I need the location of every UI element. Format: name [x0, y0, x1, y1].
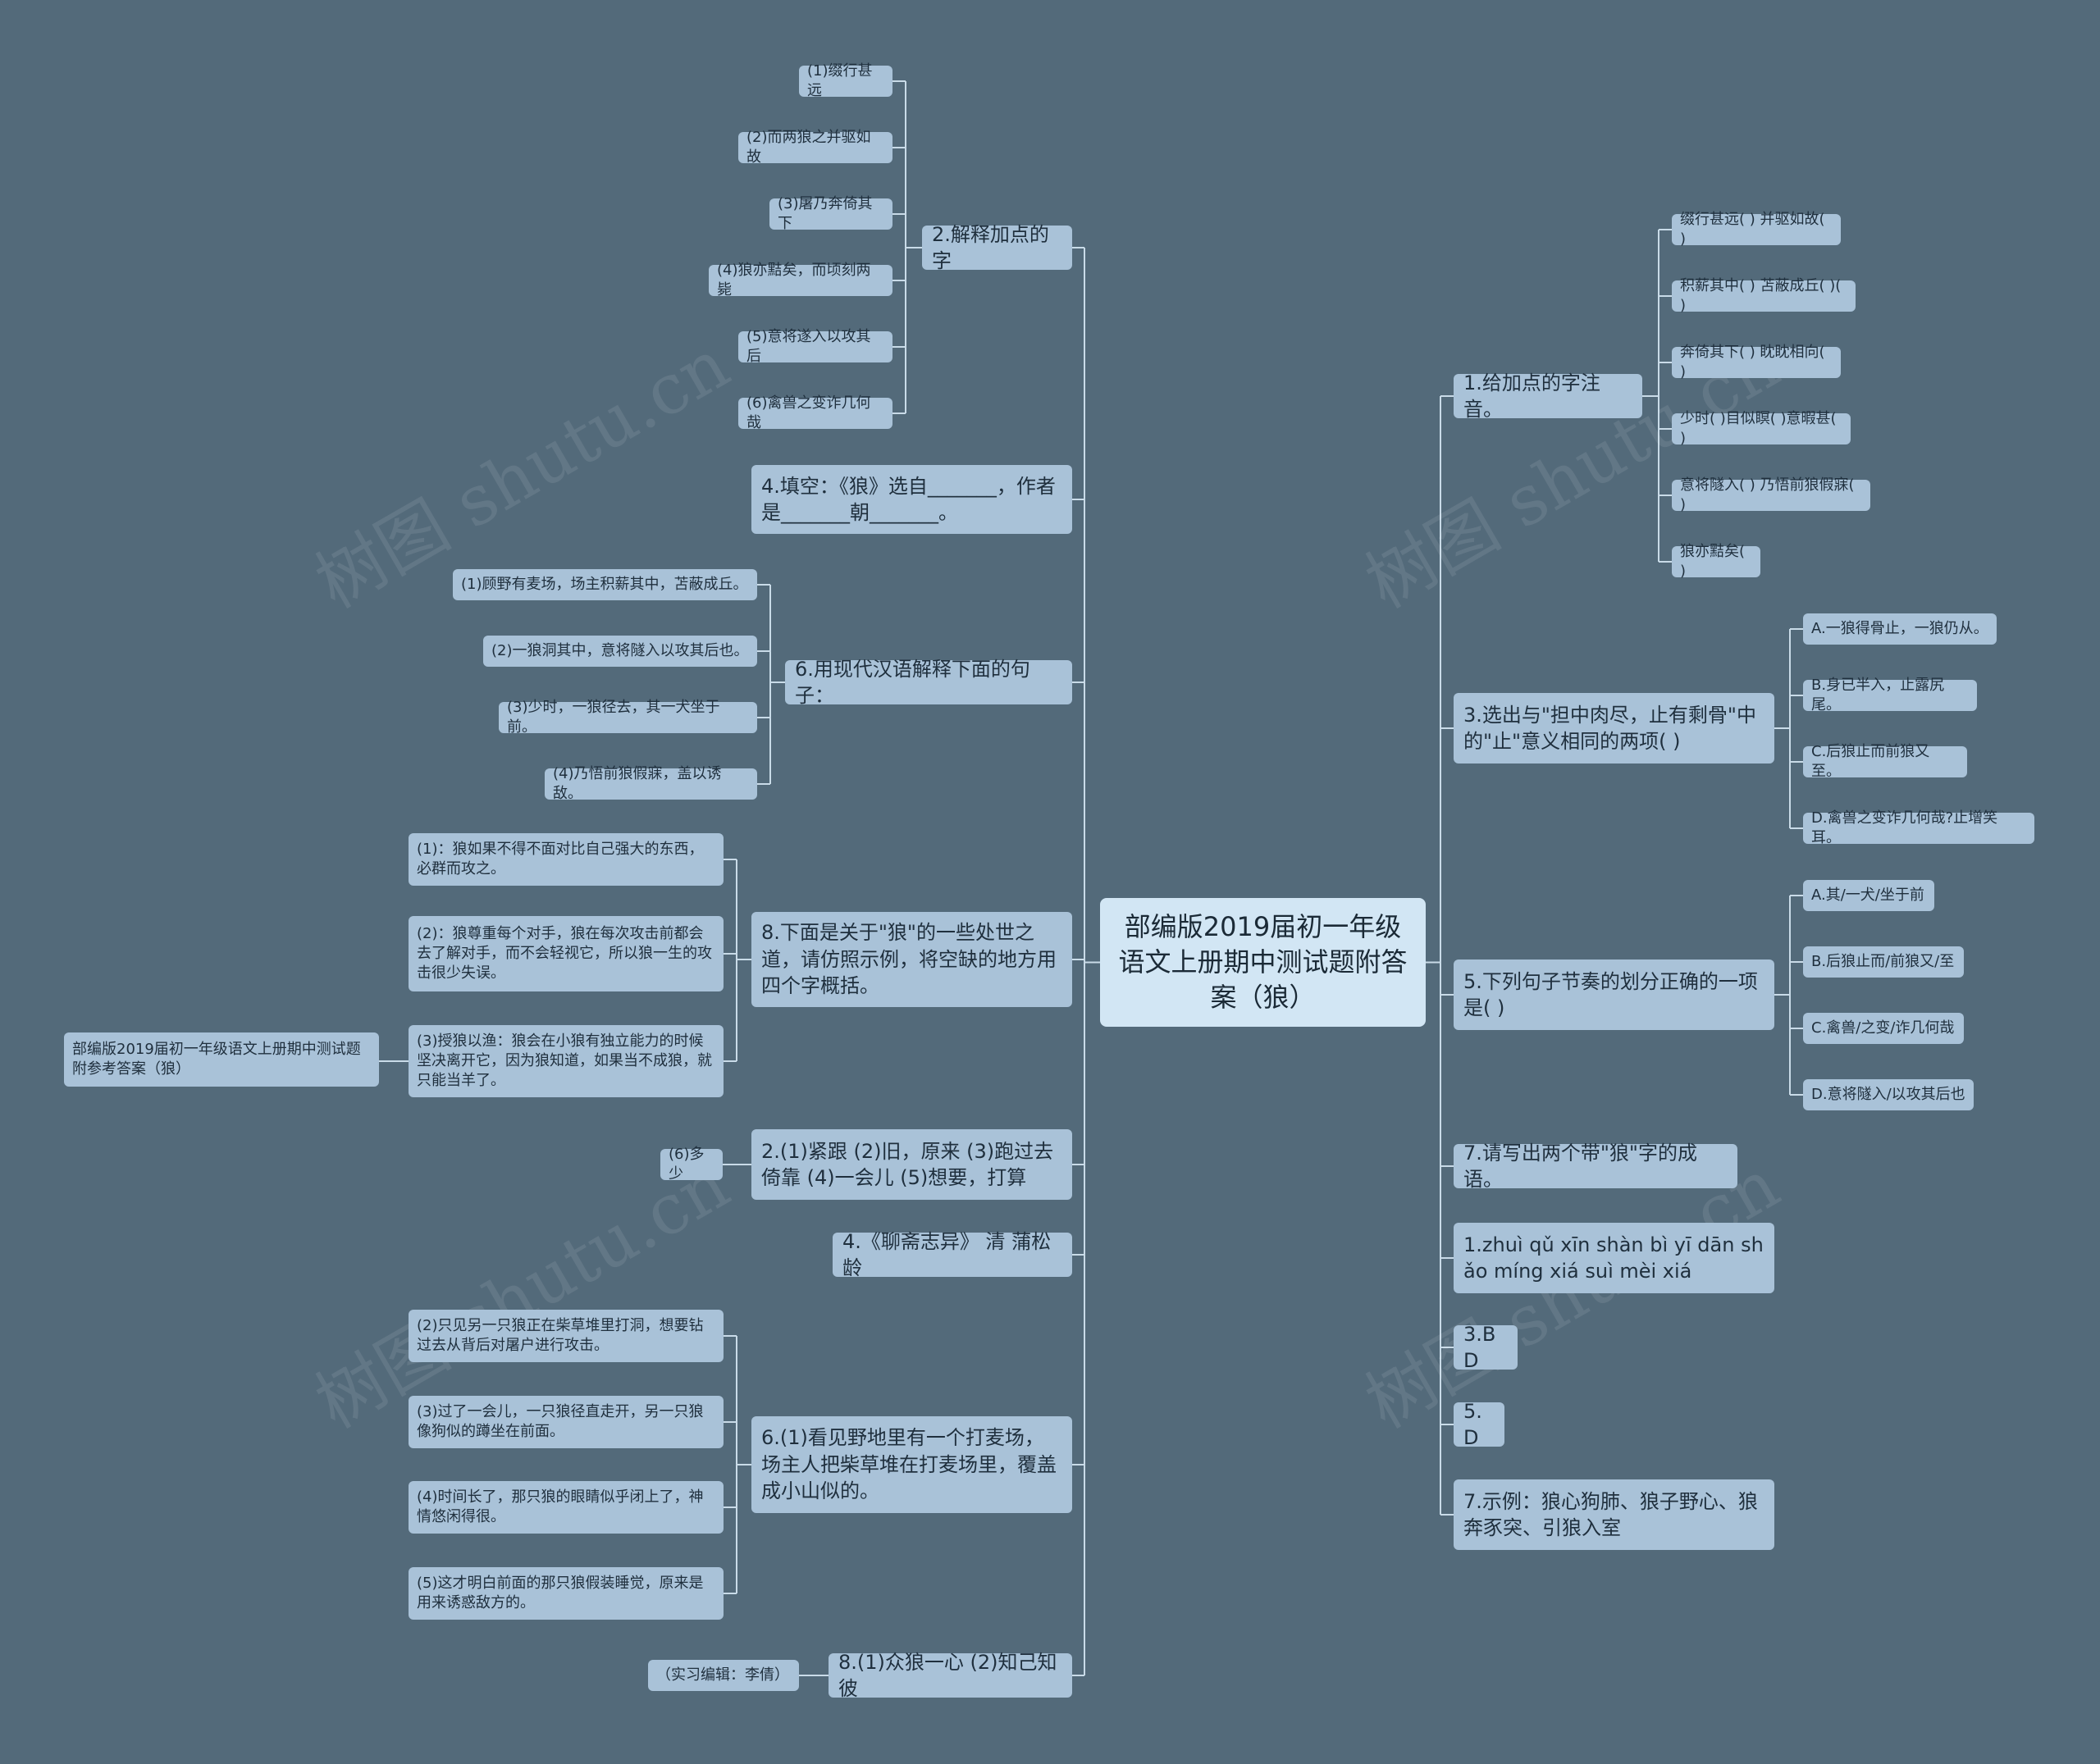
- left-6-child-0[interactable]: (2)只见另一只狼正在柴草堆里打洞，想要钻过去从背后对屠户进行攻击。: [409, 1310, 724, 1362]
- right-0-child-1[interactable]: 积薪其中( ) 苫蔽成丘( )( ): [1672, 277, 1856, 314]
- right-2-child-1[interactable]: B.后狼止而/前狼又/至: [1803, 946, 1964, 978]
- root-topic[interactable]: 部编版2019届初一年级语文上册期中测试题附答案（狼）: [1100, 898, 1426, 1027]
- left-0-child-4[interactable]: (5)意将遂入以攻其后: [738, 328, 892, 365]
- right-1-child-0[interactable]: A.一狼得骨止，一狼仍从。: [1803, 613, 1997, 645]
- left-3-child-0[interactable]: (1)：狼如果不得不面对比自己强大的东西，必群而攻之。: [409, 833, 724, 886]
- left-2-child-0[interactable]: (1)顾野有麦场，场主积薪其中，苫蔽成丘。: [453, 569, 757, 600]
- right-2-child-0[interactable]: A.其/一犬/坐于前: [1803, 880, 1934, 911]
- right-2-child-3[interactable]: D.意将隧入/以攻其后也: [1803, 1079, 1974, 1110]
- left-topic-7[interactable]: 8.(1)众狼一心 (2)知己知彼: [829, 1651, 1072, 1700]
- left-4-child-0[interactable]: (6)多少: [660, 1146, 723, 1183]
- left-topic-5[interactable]: 4.《聊斋志异》 清 蒲松龄: [833, 1230, 1072, 1279]
- left-6-child-3[interactable]: (5)这才明白前面的那只狼假装睡觉，原来是用来诱惑敌方的。: [409, 1567, 724, 1620]
- right-topic-4[interactable]: 1.zhuì qǔ xīn shàn bì yī dān shǎo míng x…: [1454, 1223, 1774, 1293]
- left-6-child-2[interactable]: (4)时间长了，那只狼的眼睛似乎闭上了，神情悠闲得很。: [409, 1481, 724, 1534]
- right-topic-0[interactable]: 1.给加点的字注音。: [1454, 371, 1642, 421]
- right-1-child-1[interactable]: B.身已半入，止露尻尾。: [1803, 677, 1977, 713]
- left-2-child-2[interactable]: (3)少时，一狼径去，其一犬坐于前。: [499, 699, 757, 736]
- right-topic-2[interactable]: 5.下列句子节奏的划分正确的一项是( ): [1454, 959, 1774, 1030]
- right-1-child-2[interactable]: C.后狼止而前狼又至。: [1803, 743, 1967, 780]
- left-topic-1[interactable]: 4.填空：《狼》选自_______，作者是_______朝_______。: [751, 465, 1072, 534]
- left-0-child-0[interactable]: (1)缀行甚远: [799, 62, 892, 99]
- left-0-child-2[interactable]: (3)屠乃奔倚其下: [769, 195, 892, 232]
- left-3-child-1[interactable]: (2)：狼尊重每个对手，狼在每次攻击前都会去了解对手，而不会轻视它，所以狼一生的…: [409, 916, 724, 991]
- left-7-child-0[interactable]: （实习编辑：李倩）: [648, 1660, 799, 1691]
- left-topic-2[interactable]: 6.用现代汉语解释下面的句子：: [785, 658, 1072, 707]
- right-topic-3[interactable]: 7.请写出两个带"狼"字的成语。: [1454, 1142, 1737, 1191]
- right-0-child-2[interactable]: 奔倚其下( ) 眈眈相向( ): [1672, 344, 1841, 381]
- left-topic-0[interactable]: 2.解释加点的字: [922, 223, 1072, 272]
- left-topic-3[interactable]: 8.下面是关于"狼"的一些处世之道，请仿照示例，将空缺的地方用四个字概括。: [751, 912, 1072, 1007]
- left-0-child-3[interactable]: (4)狼亦黠矣，而顷刻两毙: [709, 262, 892, 299]
- right-2-child-2[interactable]: C.禽兽/之变/诈几何哉: [1803, 1013, 1964, 1044]
- left-2-child-3[interactable]: (4)乃悟前狼假寐，盖以诱敌。: [545, 765, 757, 802]
- right-topic-1[interactable]: 3.选出与"担中肉尽，止有剩骨"中的"止"意义相同的两项( ): [1454, 693, 1774, 763]
- left-0-child-5[interactable]: (6)禽兽之变诈几何哉: [738, 394, 892, 431]
- right-1-child-3[interactable]: D.禽兽之变诈几何哉?止增笑耳。: [1803, 809, 2034, 846]
- left-topic-6[interactable]: 6.(1)看见野地里有一个打麦场，场主人把柴草堆在打麦场里，覆盖成小山似的。: [751, 1416, 1072, 1513]
- right-0-child-3[interactable]: 少时( )目似瞑( )意暇甚( ): [1672, 410, 1851, 447]
- left-3-grandchild[interactable]: 部编版2019届初一年级语文上册期中测试题附参考答案（狼）: [64, 1032, 379, 1087]
- right-0-child-4[interactable]: 意将隧入( ) 乃悟前狼假寐( ): [1672, 476, 1870, 513]
- left-topic-4[interactable]: 2.(1)紧跟 (2)旧，原来 (3)跑过去倚靠 (4)一会儿 (5)想要，打算: [751, 1129, 1072, 1200]
- right-topic-5[interactable]: 3.BD: [1454, 1323, 1518, 1372]
- left-2-child-1[interactable]: (2)一狼洞其中，意将隧入以攻其后也。: [483, 636, 757, 667]
- right-topic-6[interactable]: 5.D: [1454, 1400, 1504, 1449]
- left-6-child-1[interactable]: (3)过了一会儿，一只狼径直走开，另一只狼像狗似的蹲坐在前面。: [409, 1396, 724, 1448]
- right-topic-7[interactable]: 7.示例：狼心狗肺、狼子野心、狼奔豕突、引狼入室: [1454, 1479, 1774, 1550]
- right-0-child-5[interactable]: 狼亦黠矣( ): [1672, 543, 1760, 580]
- right-0-child-0[interactable]: 缀行甚远( ) 并驱如故( ): [1672, 211, 1841, 248]
- left-3-child-2[interactable]: (3)授狼以渔：狼会在小狼有独立能力的时候坚决离开它，因为狼知道，如果当不成狼，…: [409, 1025, 724, 1097]
- left-0-child-1[interactable]: (2)而两狼之并驱如故: [738, 129, 892, 166]
